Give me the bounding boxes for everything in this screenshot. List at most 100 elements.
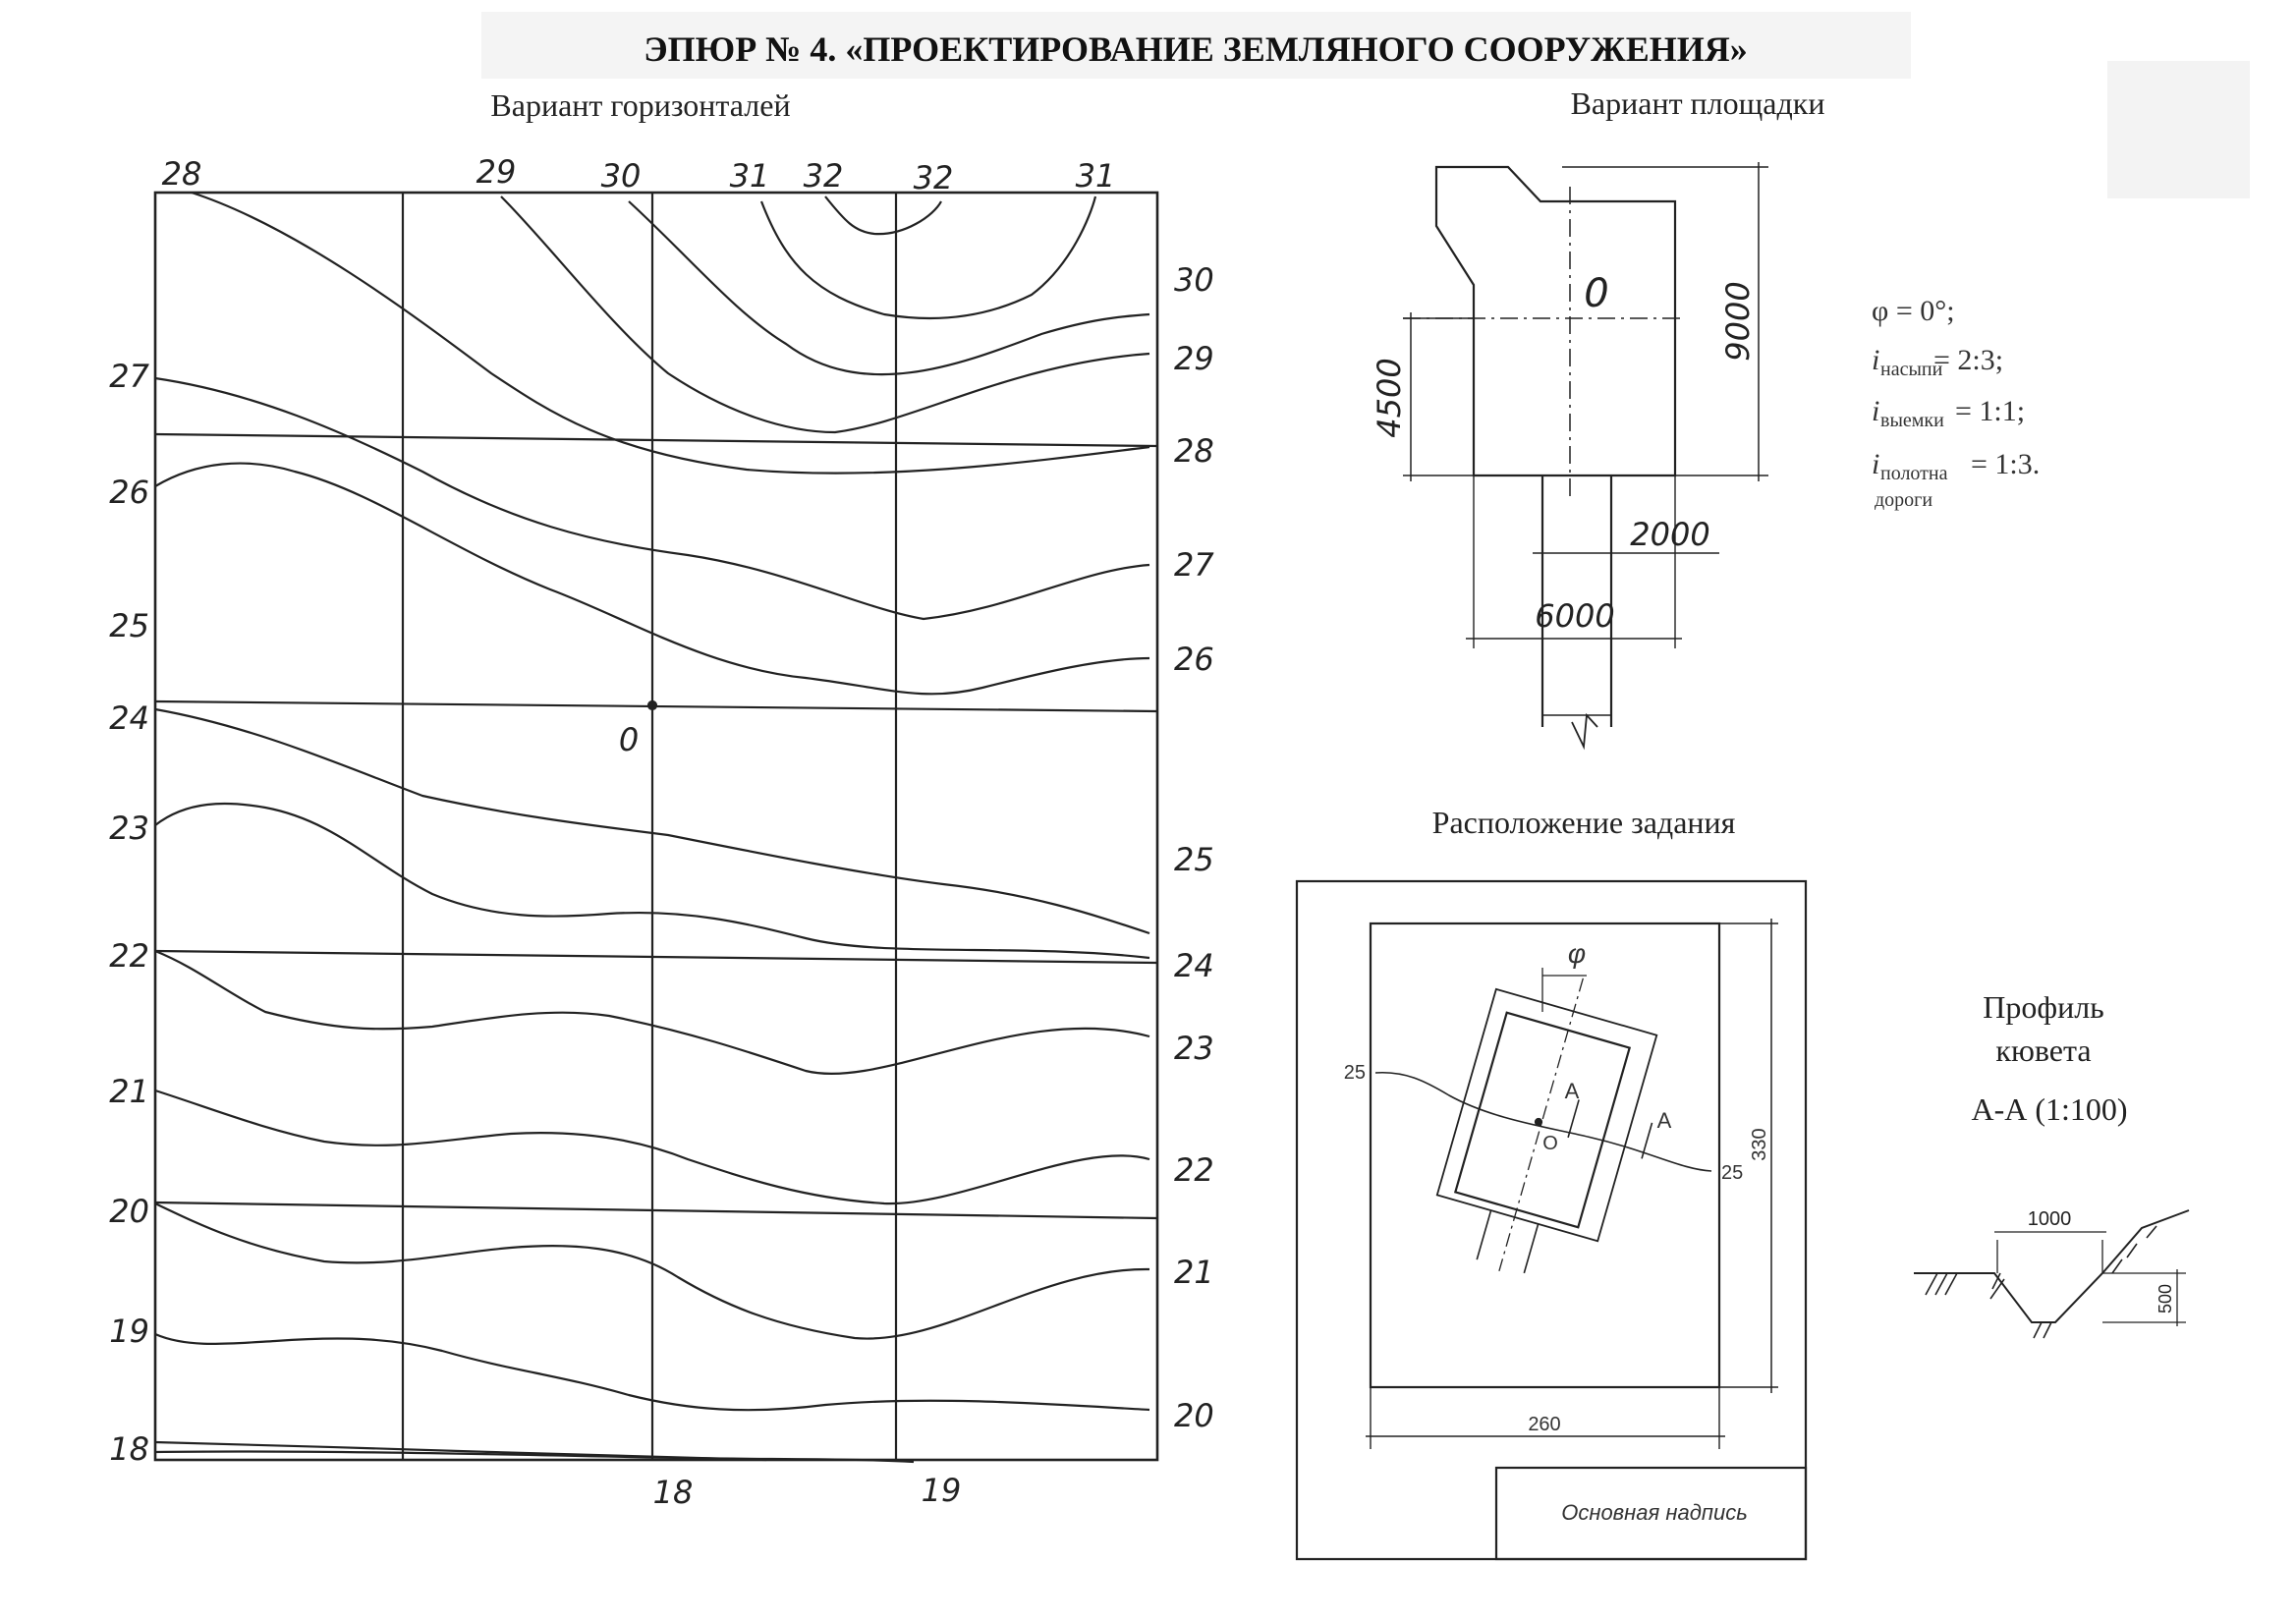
param-cut-sub: выемки [1880,410,1944,431]
grid-line [154,432,1158,448]
layout-contour-line [1374,1071,1712,1172]
contour-map-frame [153,191,1159,1462]
contour-label-top: 32 [804,157,844,195]
section-label-a1: A [1565,1079,1580,1103]
site-platform-outline [1434,165,1677,477]
layout-phi-label: φ [1568,938,1586,969]
ditch-section-outline [1914,1209,2190,1323]
contour-label-left: 25 [109,607,149,644]
ground-hatch [2033,1321,2052,1339]
param-cut-value: = 1:1; [1955,395,2025,427]
site-dim-road: 2000 [1630,516,1709,553]
contour-label-left: 27 [109,358,149,395]
grid-line [154,1201,1158,1220]
grid-line [154,949,1158,965]
layout-road-edge [1523,1223,1540,1274]
contour-label-left: 20 [109,1193,149,1230]
contour-line-22 [154,1089,1150,1205]
contour-line-21 [154,1202,1150,1340]
layout-platform [1435,978,1658,1274]
contour-line-30 [628,200,1150,376]
contour-label-left: 18 [109,1430,149,1468]
layout-dim-height: 330 [1749,1128,1770,1160]
section-arrow [1641,1122,1653,1159]
contour-line-29 [500,196,1150,434]
site-heading: Вариант площадки [1571,85,1825,121]
section-label-a2: A [1657,1108,1672,1133]
road-break-mark [1571,712,1598,751]
param-fill-symbol: i [1872,344,1879,376]
param-fill-value: = 2:3; [1933,344,2003,376]
ditch-dim-depth: 500 [2156,1284,2175,1314]
ground-hatch [1989,1272,2005,1300]
layout-contour-label-right: 25 [1721,1162,1743,1184]
contour-label-bottom: 18 [653,1474,694,1511]
ditch-heading-1: Профиль [1983,989,2104,1025]
contour-line-24 [154,802,1150,960]
site-dim-half: 4500 [1371,358,1408,437]
contour-line-31 [759,196,1097,319]
layout-center-label: O [1542,1133,1558,1154]
layout-sheet [1295,879,1808,1561]
site-dim-height: 9000 [1719,281,1757,361]
contour-label-top: 30 [601,157,642,195]
contour-map [153,191,1159,1464]
contour-label-left: 19 [109,1313,149,1350]
contour-label-top: 31 [730,157,770,195]
contour-label-right: 20 [1174,1397,1214,1434]
contour-label-left: 22 [109,937,149,975]
contour-label-left: 21 [109,1073,149,1110]
contour-label-bottom: 19 [922,1472,962,1509]
contour-map-heading: Вариант горизонталей [490,87,790,123]
contour-label-left: 24 [109,699,149,737]
contour-line-23 [154,949,1150,1076]
contour-label-top: 31 [1076,157,1116,195]
contour-label-left: 26 [109,474,149,511]
layout-platform-outer [1435,987,1658,1243]
contour-line-28 [191,191,1150,475]
param-road-symbol: i [1872,448,1879,480]
param-fill-sub: насыпи [1880,359,1943,380]
contour-label-right: 27 [1174,546,1214,584]
param-road-value: = 1:3. [1971,448,2040,480]
ditch-profile [1914,1209,2190,1339]
contour-label-right: 24 [1174,947,1214,984]
contour-line-26 [154,462,1150,696]
layout-center-point [1534,1117,1543,1127]
site-center-label: 0 [1584,271,1608,316]
contour-label-right: 23 [1174,1030,1214,1067]
contour-label-right: 29 [1174,340,1214,377]
corner-mark [2107,61,2250,198]
page-title: ЭПЮР № 4. «ПРОЕКТИРОВАНИЕ ЗЕМЛЯНОГО СООР… [644,29,1748,69]
ditch-dim-width: 1000 [2028,1208,2072,1230]
param-road-sub2: дороги [1875,489,1932,511]
layout-heading: Расположение задания [1432,805,1736,840]
design-parameters: φ = 0°; i насыпи = 2:3; i выемки = 1:1; … [1872,295,2040,511]
ground-hatch [1925,1272,1958,1296]
title-banner [481,12,1911,79]
site-plan [1403,162,1768,751]
layout-road-edge [1476,1209,1492,1260]
param-phi: φ = 0°; [1872,295,1955,327]
contour-line-25 [154,707,1150,935]
contour-label-top: 32 [914,159,954,196]
contour-line-19 [154,1450,915,1464]
stamp-label: Основная надпись [1561,1500,1748,1525]
layout-dim-width: 260 [1528,1414,1560,1435]
contour-line-20 [154,1332,1150,1412]
contour-label-left: 23 [109,810,149,847]
contour-label-right: 30 [1174,261,1214,299]
contour-label-right: 22 [1174,1151,1214,1189]
contour-label-right: 21 [1174,1254,1214,1291]
contour-line-32 [824,196,942,236]
contour-label-top: 29 [476,153,517,191]
layout-inner-frame [1369,922,1721,1389]
layout-contour-label-left: 25 [1344,1062,1366,1084]
param-road-sub: полотна [1880,463,1948,484]
layout-platform-inner [1453,1011,1632,1229]
contour-label-right: 25 [1174,841,1214,878]
contour-label-right: 26 [1174,641,1214,678]
origin-label: 0 [619,721,639,758]
origin-point [646,699,658,711]
